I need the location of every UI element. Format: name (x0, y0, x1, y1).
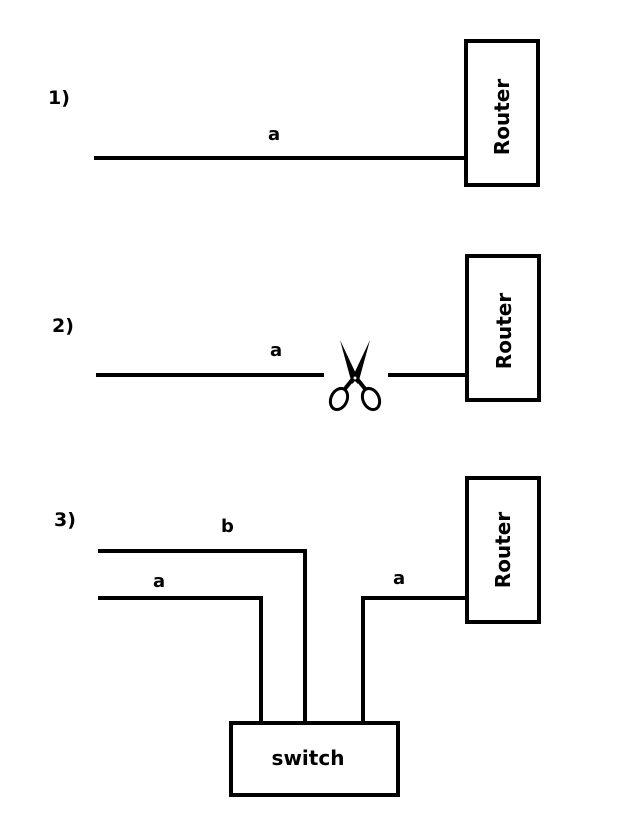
router-label: Router (490, 79, 514, 156)
step-label-3: 3) (54, 509, 76, 531)
cable-label-b: b (221, 516, 234, 537)
cable-label-a-right: a (393, 568, 405, 589)
scenario-3: 3) b a a Router switch (54, 476, 541, 797)
router-box (465, 476, 541, 624)
switch-box (229, 721, 400, 797)
scissors-icon (328, 340, 382, 412)
router-box (464, 39, 540, 187)
step-label-1: 1) (48, 87, 70, 109)
router-box (465, 254, 541, 402)
router-label: Router (491, 512, 515, 589)
scenario-1: 1) a Router (48, 39, 540, 187)
cable-label-a-left: a (153, 571, 165, 592)
router-label: Router (492, 293, 516, 370)
switch-label: switch (272, 746, 345, 770)
cable-b (98, 549, 307, 724)
cable-label-a: a (270, 340, 282, 361)
cable-a-right (361, 596, 469, 724)
scenario-2: 2) a Router (52, 254, 541, 412)
step-label-2: 2) (52, 315, 74, 337)
cable-label-a: a (268, 124, 280, 145)
cable-a-left (98, 596, 263, 724)
